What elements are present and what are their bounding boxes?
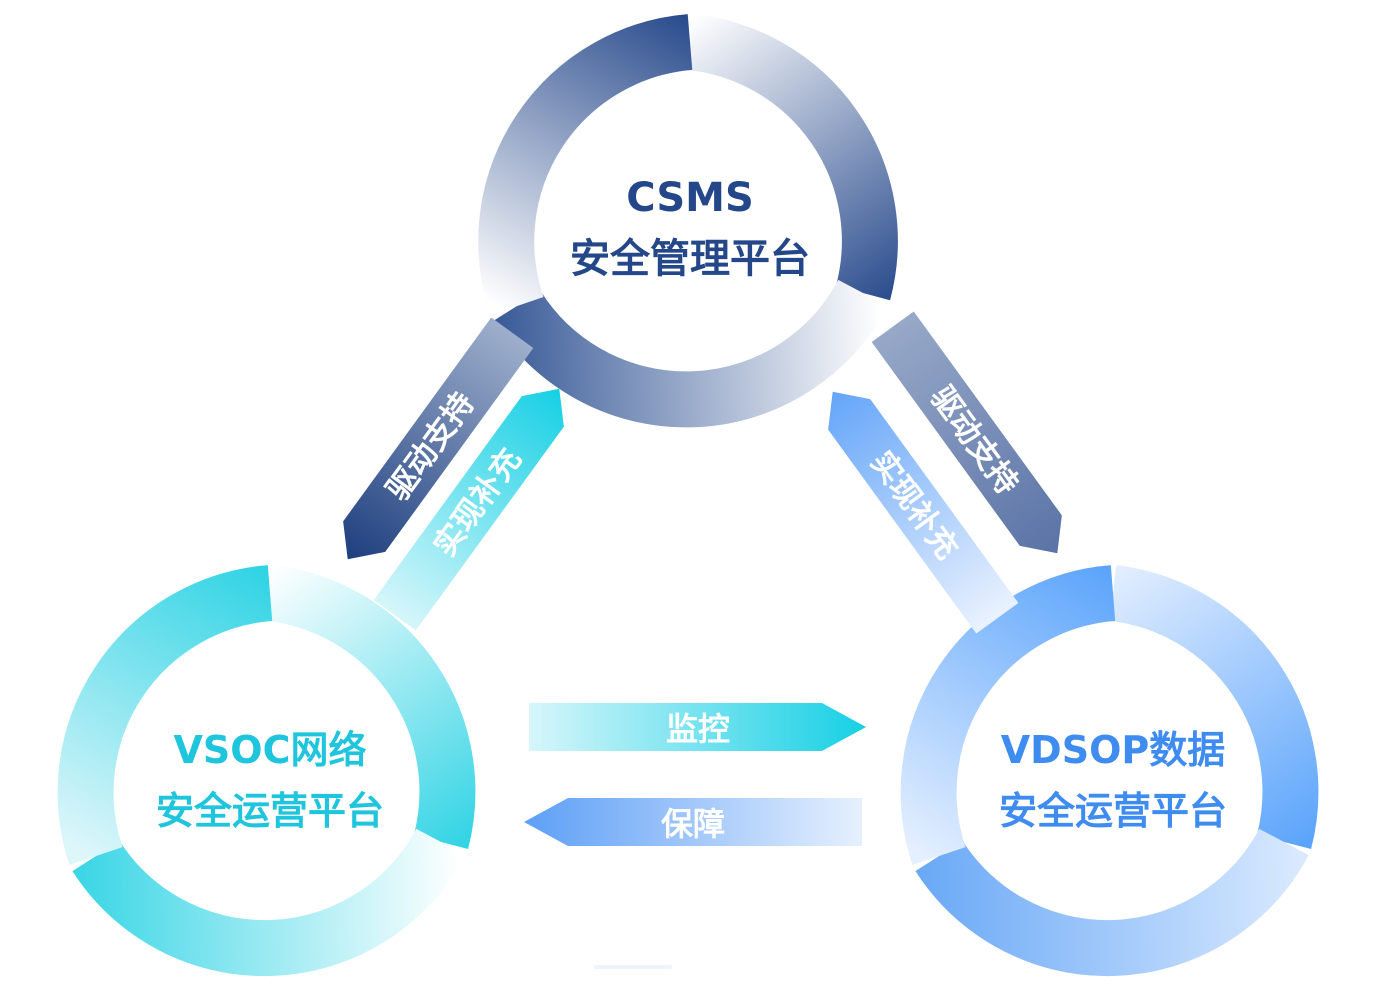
vdsop-node: VDSOP数据 安全运营平台 [900, 565, 1319, 977]
monitor-arrow-shape [529, 703, 866, 751]
right-realize-arrow-shape [828, 391, 1019, 634]
csms-ring [478, 14, 898, 428]
left-realize-arrow-shape [373, 388, 564, 631]
right-drive-arrow-shape [871, 311, 1062, 554]
vsoc-ring [57, 565, 476, 977]
vdsop-ring [900, 565, 1319, 977]
left-drive-arrow-shape [343, 317, 534, 560]
csms-subtitle: 安全管理平台 [570, 236, 810, 282]
guarantee-arrow-shape [524, 798, 862, 846]
vsoc-title: VSOC网络 [174, 728, 367, 772]
guarantee-arrow: 保障 [524, 798, 862, 846]
csms-title: CSMS [626, 175, 754, 221]
guarantee-label: 保障 [661, 805, 725, 843]
vdsop-title: VDSOP数据 [1001, 728, 1225, 772]
monitor-arrow: 监控 [529, 703, 866, 751]
csms-node: CSMS 安全管理平台 [478, 14, 898, 428]
vdsop-subtitle: 安全运营平台 [999, 789, 1227, 833]
vsoc-subtitle: 安全运营平台 [156, 789, 384, 833]
monitor-label: 监控 [666, 710, 730, 748]
bottom-divider [594, 965, 672, 969]
vsoc-node: VSOC网络 安全运营平台 [57, 565, 476, 977]
